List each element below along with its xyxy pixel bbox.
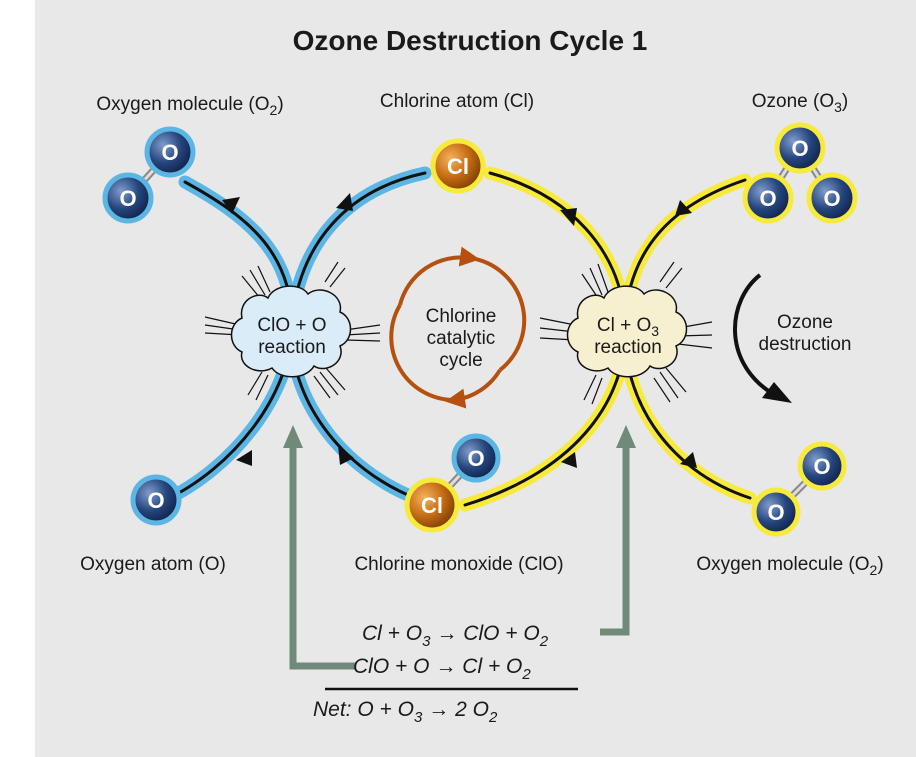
cycle-arrow-left xyxy=(389,303,456,403)
equation-net: Net: O + O3→ 2 O2 xyxy=(313,698,498,726)
cloud-clo-o: ClO + O reaction xyxy=(204,261,381,401)
label-oxygen-molecule-top: Oxygen molecule (O2) xyxy=(96,94,283,118)
chlorine-monoxide: O Cl xyxy=(404,433,501,533)
oxygen-atom-bottom-left: O xyxy=(130,474,182,526)
cycle-label-line1: Chlorine xyxy=(426,306,497,327)
equation-2: ClO + O→ Cl + O2 xyxy=(353,655,531,683)
arrowhead-to-clo xyxy=(561,452,577,468)
arrowhead-to-o2-top xyxy=(222,197,240,214)
label-chlorine-atom: Chlorine atom (Cl) xyxy=(380,91,534,112)
chlorine-atom-top: Cl xyxy=(430,138,486,194)
cycle-arrow-bottom xyxy=(445,368,502,409)
equation-1: Cl + O3→ ClO + O2 xyxy=(362,622,549,650)
ozone-destruction-arrow xyxy=(733,273,772,394)
cl-o3-reaction-line1: Cl + O3 xyxy=(597,315,659,339)
diagram-title: Ozone Destruction Cycle 1 xyxy=(293,25,648,56)
feed-arrow-right xyxy=(600,445,630,636)
cloud-cl-o3: Cl + O3 reaction xyxy=(539,261,713,405)
o2-bottom-atom2-symbol: O xyxy=(767,500,784,525)
ozone-destruction-arrowhead xyxy=(762,382,792,403)
label-chlorine-monoxide: Chlorine monoxide (ClO) xyxy=(354,554,563,575)
clo-o-symbol: O xyxy=(467,446,484,471)
cl-top-symbol: Cl xyxy=(447,154,469,179)
cycle-label-line2: catalytic xyxy=(427,328,496,349)
cl-o3-reaction-line2: reaction xyxy=(594,337,662,358)
track-arrowheads xyxy=(222,193,697,468)
label-oxygen-molecule-bottom: Oxygen molecule (O2) xyxy=(696,554,883,578)
ozone-destruction-line2: destruction xyxy=(759,334,852,355)
label-ozone: Ozone (O3) xyxy=(752,91,849,115)
feed-arrowhead-right xyxy=(616,425,636,448)
ozone-destruction-line1: Ozone xyxy=(777,312,833,333)
o-bottom-symbol: O xyxy=(147,488,164,513)
arrowhead-to-o2-bottom xyxy=(680,452,697,468)
arrowhead-clo-up xyxy=(338,445,354,465)
label-oxygen-atom: Oxygen atom (O) xyxy=(80,554,226,575)
background-panel xyxy=(35,0,916,757)
o2-bottom-atom1-symbol: O xyxy=(813,454,830,479)
arrowhead-from-cl xyxy=(336,193,353,211)
equations: Cl + O3→ ClO + O2 ClO + O→ Cl + O2 Net: … xyxy=(313,622,578,726)
feed-arrows xyxy=(289,445,630,670)
cycle-arrow-top xyxy=(398,246,480,306)
ozone-destruction: Ozone destruction xyxy=(733,273,852,403)
feed-arrowhead-left xyxy=(283,425,303,448)
clo-o-reaction-line1: ClO + O xyxy=(257,315,326,336)
arrowhead-o-up xyxy=(236,450,252,466)
ozone-molecule: O O O xyxy=(742,122,858,224)
clo-cl-symbol: Cl xyxy=(421,493,443,518)
o3-atom3-symbol: O xyxy=(823,186,840,211)
o2-top-atom2-symbol: O xyxy=(119,186,136,211)
oxygen-molecule-top-left: O O xyxy=(102,126,196,224)
chlorine-cycle: Chlorine catalytic cycle xyxy=(389,246,527,409)
feed-arrow-left xyxy=(289,445,355,670)
arrowhead-cl-down xyxy=(560,208,577,226)
oxygen-molecule-bottom-right: O O xyxy=(751,441,847,537)
clo-o-reaction-line2: reaction xyxy=(258,337,326,358)
o2-top-atom1-symbol: O xyxy=(161,140,178,165)
cycle-arrow-right xyxy=(469,256,527,372)
o3-atom1-symbol: O xyxy=(791,136,808,161)
arrowhead-o3-in xyxy=(675,200,692,216)
cycle-label-line3: cycle xyxy=(439,350,482,371)
o3-atom2-symbol: O xyxy=(759,186,776,211)
